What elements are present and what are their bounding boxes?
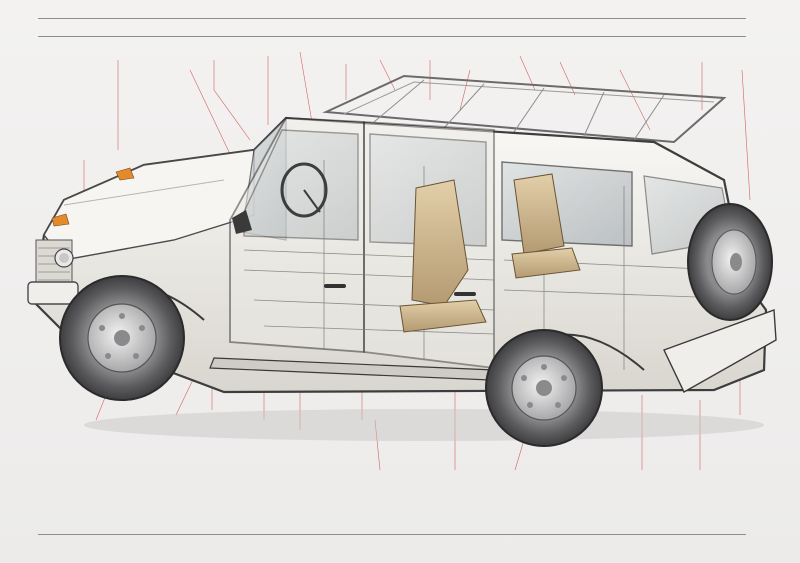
header-rule-bottom: [38, 36, 746, 37]
vehicle-cutaway-illustration: [27, 74, 777, 447]
footer-rule: [38, 534, 746, 535]
header-rule-top: [38, 18, 746, 19]
